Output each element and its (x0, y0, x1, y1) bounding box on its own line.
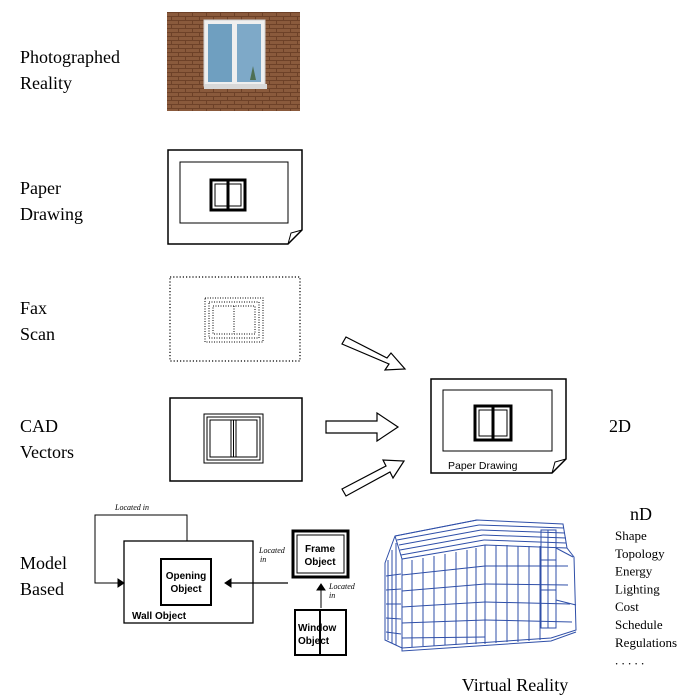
opening-object-label: Opening (166, 571, 207, 582)
nd-aspect-item: . . . . . (615, 653, 644, 668)
fax-scan-label: Fax Scan (20, 295, 55, 347)
wireframe-building (384, 519, 577, 652)
arrow-fax-to-output (341, 336, 407, 371)
label-line: CAD (20, 416, 59, 436)
window-photo (167, 12, 300, 111)
nd-aspect-item: Shape (615, 528, 647, 543)
frame-object-label: Frame (305, 544, 335, 555)
window-object-label: Object (298, 636, 330, 647)
label-line: Fax (20, 298, 47, 318)
frame-object-label: Object (304, 557, 336, 568)
window-object-label: Window (298, 623, 336, 634)
located-in-label: Located in (114, 503, 149, 512)
nd-aspect-item: Energy (615, 564, 653, 579)
wall-object-label: Wall Object (132, 611, 187, 622)
located-in-label: Located (258, 546, 286, 555)
located-in-label: Located (328, 582, 356, 591)
model-based-diagram (94, 514, 350, 656)
label-line: Drawing (20, 204, 83, 224)
paper-drawing-label: Paper Drawing (20, 175, 83, 227)
located-in-label: in (329, 591, 335, 600)
nd-aspect-list: ShapeTopologyEnergyLightingCostScheduleR… (615, 528, 677, 668)
label-line: Reality (20, 73, 72, 93)
paper-drawing-caption: Paper Drawing (448, 460, 518, 472)
opening-object-label: Object (170, 584, 202, 595)
nd-aspect-item: Schedule (615, 617, 663, 632)
label-line: Model (20, 553, 67, 573)
photographed-reality-label: Photographed Reality (20, 44, 120, 96)
virtual-reality-label: Virtual Reality (462, 675, 568, 695)
label-line: Photographed (20, 47, 120, 67)
nd-aspect-item: Regulations (615, 635, 677, 650)
label-line: Vectors (20, 442, 74, 462)
located-in-label: in (260, 555, 266, 564)
cad-vectors-sheet (169, 397, 303, 482)
nd-aspect-item: Topology (615, 546, 665, 561)
paper-drawing-sheet (167, 149, 303, 245)
nd-aspect-item: Lighting (615, 581, 660, 596)
arrow-model-to-output (341, 459, 406, 497)
label-2d: 2D (609, 416, 631, 436)
model-based-label: Model Based (20, 550, 67, 602)
cad-vectors-label: CAD Vectors (20, 413, 74, 465)
label-line: Scan (20, 324, 55, 344)
label-nd: nD (630, 504, 652, 524)
output-paper-drawing (430, 378, 567, 474)
label-line: Paper (20, 178, 61, 198)
label-line: Based (20, 579, 64, 599)
fax-scan-sheet (169, 276, 301, 362)
nd-aspect-item: Cost (615, 599, 639, 614)
arrow-cad-to-output (325, 411, 400, 443)
